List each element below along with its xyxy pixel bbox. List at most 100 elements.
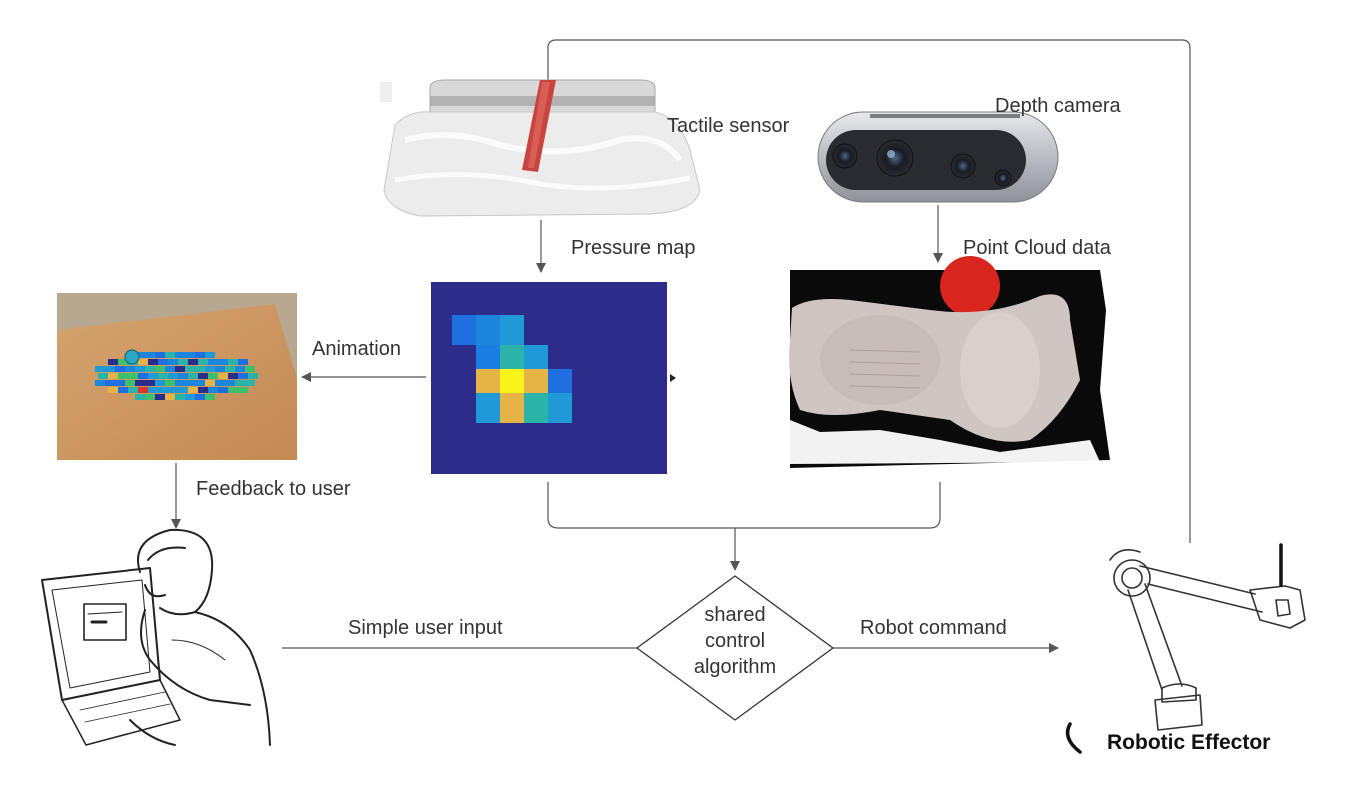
depth-camera-image	[817, 111, 1059, 203]
animation-cell	[208, 373, 218, 379]
animation-cell	[165, 352, 175, 358]
animation-cell	[205, 394, 215, 400]
animation-cell	[175, 394, 185, 400]
pressure-map-label: Pressure map	[571, 237, 696, 259]
animation-cell	[205, 366, 215, 372]
animation-cell	[198, 387, 208, 393]
animation-cell	[228, 373, 238, 379]
animation-cell	[178, 359, 188, 365]
animation-cell	[155, 394, 165, 400]
animation-image	[57, 293, 297, 460]
animation-cell	[145, 394, 155, 400]
animation-cell	[218, 359, 228, 365]
animation-cell	[118, 373, 128, 379]
decision-line-3: algorithm	[693, 656, 777, 678]
animation-cell	[228, 387, 238, 393]
pressure-cell	[548, 393, 572, 423]
animation-cell	[238, 373, 248, 379]
simple-input-label: Simple user input	[348, 617, 503, 639]
robotic-effector-label: Robotic Effector	[1107, 731, 1271, 754]
animation-cell	[205, 352, 215, 358]
robot-to-sensor-connector	[543, 39, 1191, 543]
animation-cell	[125, 380, 135, 386]
animation-cell	[95, 366, 105, 372]
animation-cell	[165, 380, 175, 386]
animation-cell	[188, 387, 198, 393]
animation-cell	[158, 387, 168, 393]
animation-cell	[178, 373, 188, 379]
animation-cell	[228, 359, 238, 365]
animation-cell	[138, 373, 148, 379]
animation-cell	[175, 352, 185, 358]
animation-cell	[178, 387, 188, 393]
animation-cell	[245, 366, 255, 372]
animation-cell	[138, 359, 148, 365]
animation-cell	[135, 380, 145, 386]
animation-cell	[205, 380, 215, 386]
robot-command-label: Robot command	[860, 617, 1007, 639]
animation-cell	[208, 359, 218, 365]
animation-heatmap	[95, 352, 258, 400]
point-cloud-image	[789, 256, 1110, 468]
animation-cell	[175, 380, 185, 386]
animation-cell	[155, 352, 165, 358]
tactile-sensor-image	[380, 79, 701, 217]
animation-cell	[158, 359, 168, 365]
animation-cell	[118, 359, 128, 365]
animation-cell	[198, 373, 208, 379]
animation-cell	[138, 387, 148, 393]
animation-cell	[165, 366, 175, 372]
animation-cell	[158, 373, 168, 379]
animation-cell	[218, 373, 228, 379]
pressure-cell	[476, 393, 500, 423]
animation-cell	[108, 373, 118, 379]
animation-cell	[105, 380, 115, 386]
depth-camera-label: Depth camera	[995, 95, 1121, 117]
pressure-cell	[452, 315, 476, 345]
animation-cell	[188, 373, 198, 379]
animation-cell	[235, 380, 245, 386]
animation-cell	[198, 359, 208, 365]
animation-cell	[238, 387, 248, 393]
animation-cell	[135, 394, 145, 400]
shared-control-label: shared control algorithm	[668, 602, 802, 680]
connectors	[171, 39, 1191, 653]
animation-cell	[135, 366, 145, 372]
animation-cell	[215, 380, 225, 386]
animation-cell	[195, 366, 205, 372]
animation-cell	[215, 366, 225, 372]
pressure-cell	[476, 315, 500, 345]
animation-cell	[185, 366, 195, 372]
animation-cell	[188, 359, 198, 365]
pressure-to-merge-connector	[547, 482, 735, 529]
point-cloud-label: Point Cloud data	[963, 237, 1111, 259]
animation-cell	[105, 366, 115, 372]
decision-line-1: shared	[704, 604, 766, 626]
animation-cell	[145, 352, 155, 358]
animation-cell	[115, 366, 125, 372]
decision-line-2: control	[704, 630, 766, 652]
animation-cell	[128, 387, 138, 393]
animation-cell	[165, 394, 175, 400]
animation-cell	[155, 366, 165, 372]
cloud-to-merge-connector	[735, 482, 941, 529]
animation-cell	[145, 366, 155, 372]
animation-cell	[248, 373, 258, 379]
pressure-map	[431, 282, 676, 474]
animation-cell	[238, 359, 248, 365]
animation-cell	[195, 380, 205, 386]
pressure-map-cells	[452, 315, 572, 423]
animation-cell	[218, 387, 228, 393]
animation-cell	[108, 387, 118, 393]
animation-cell	[148, 387, 158, 393]
pressure-cell	[524, 393, 548, 423]
tactile-sensor-label: Tactile sensor	[667, 115, 790, 137]
feedback-label: Feedback to user	[196, 478, 351, 500]
animation-label: Animation	[312, 338, 401, 360]
pressure-cell	[500, 315, 524, 345]
animation-cell	[225, 380, 235, 386]
animation-cell	[185, 380, 195, 386]
pressure-cell	[500, 393, 524, 423]
animation-cell	[148, 373, 158, 379]
